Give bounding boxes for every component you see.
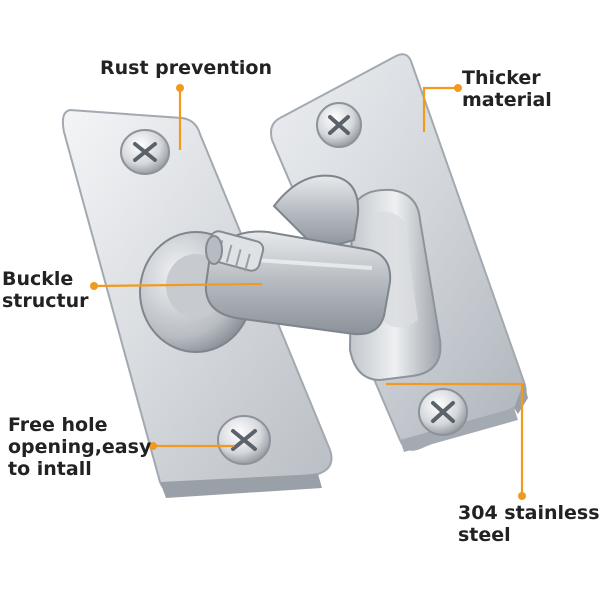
callout-steel-dot	[518, 492, 526, 500]
label-buckle-line2: structur	[2, 290, 89, 312]
screw-bottom-left-icon	[217, 415, 271, 465]
callout-thicker-dot	[454, 84, 462, 92]
label-buckle-line1: Buckle	[2, 268, 74, 290]
label-thicker-line1: Thicker	[462, 67, 541, 89]
label-rust-prevention-text: Rust prevention	[100, 57, 272, 79]
callout-thicker-line	[422, 86, 458, 132]
label-thicker-material: Thicker material	[462, 67, 552, 111]
callout-free-dot	[149, 442, 157, 450]
label-free-line3: to intall	[8, 458, 92, 480]
screw-top-right-icon	[316, 102, 362, 148]
callout-buckle-dot	[90, 282, 98, 290]
callout-lines	[93, 86, 524, 496]
label-stainless-steel: 304 stainless steel	[458, 502, 600, 546]
callout-rust-dot	[176, 84, 184, 92]
label-free-line1: Free hole	[8, 414, 108, 436]
label-free-hole: Free hole opening,easy to intall	[8, 414, 151, 480]
label-free-line2: opening,easy	[8, 436, 152, 458]
label-rust-prevention: Rust prevention	[100, 57, 272, 79]
label-buckle-structure: Buckle structur	[2, 268, 89, 312]
callout-buckle-line	[93, 282, 263, 288]
screw-bottom-right-icon	[418, 388, 468, 436]
label-thicker-line2: material	[462, 89, 552, 111]
label-steel-line1: 304 stainless	[458, 502, 600, 524]
pivot-pin	[205, 230, 265, 272]
label-steel-line2: steel	[458, 524, 511, 546]
callout-steel-line	[386, 382, 524, 496]
screw-top-left-icon	[120, 129, 170, 175]
callout-dots	[90, 84, 526, 500]
